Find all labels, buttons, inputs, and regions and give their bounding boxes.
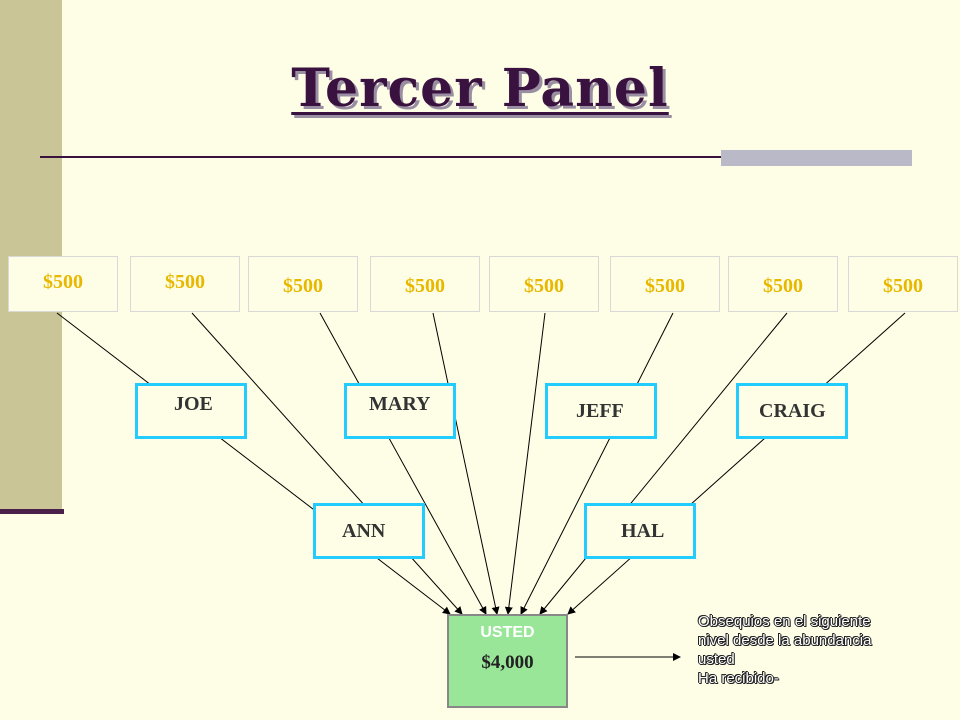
name-box-ann: ANN (313, 503, 425, 559)
name-box-joe: JOE (135, 383, 247, 439)
sidebar-rule (0, 509, 64, 514)
name-box-mary: MARY (344, 383, 456, 439)
connector-2 (191, 312, 463, 615)
amount-box-4: $500 (370, 256, 480, 312)
connector-6 (520, 312, 674, 615)
gifts-note: Obsequios en el siguiente nivel desde la… (698, 612, 928, 688)
gifts-note-line-2: nivel desde la abundancia (698, 632, 872, 649)
amount-box-2: $500 (130, 256, 240, 312)
connector-7 (539, 312, 788, 615)
amount-box-7: $500 (728, 256, 838, 312)
gifts-note-line-4: Ha recibido- (698, 670, 779, 687)
connector-1 (56, 312, 451, 615)
connector-4 (432, 312, 500, 615)
connector-8 (567, 312, 906, 615)
connector-3 (319, 312, 487, 615)
usted-amount: $4,000 (481, 652, 534, 673)
name-box-craig: CRAIG (736, 383, 848, 439)
amount-box-5: $500 (489, 256, 599, 312)
amount-box-1: $500 (8, 256, 118, 312)
page-title: Tercer Panel (291, 58, 669, 119)
amount-box-3: $500 (248, 256, 358, 312)
usted-box: USTED $4,000 (447, 614, 568, 708)
title-rule-accent (721, 150, 912, 166)
amount-box-8: $500 (848, 256, 958, 312)
name-box-jeff: JEFF (545, 383, 657, 439)
gifts-note-line-1: Obsequios en el siguiente (698, 613, 871, 630)
title-rule (40, 156, 912, 158)
connector-5 (504, 312, 546, 615)
name-box-hal: HAL (584, 503, 696, 559)
usted-label: USTED (480, 624, 535, 641)
gifts-note-line-3: usted (698, 651, 735, 668)
amount-box-6: $500 (610, 256, 720, 312)
